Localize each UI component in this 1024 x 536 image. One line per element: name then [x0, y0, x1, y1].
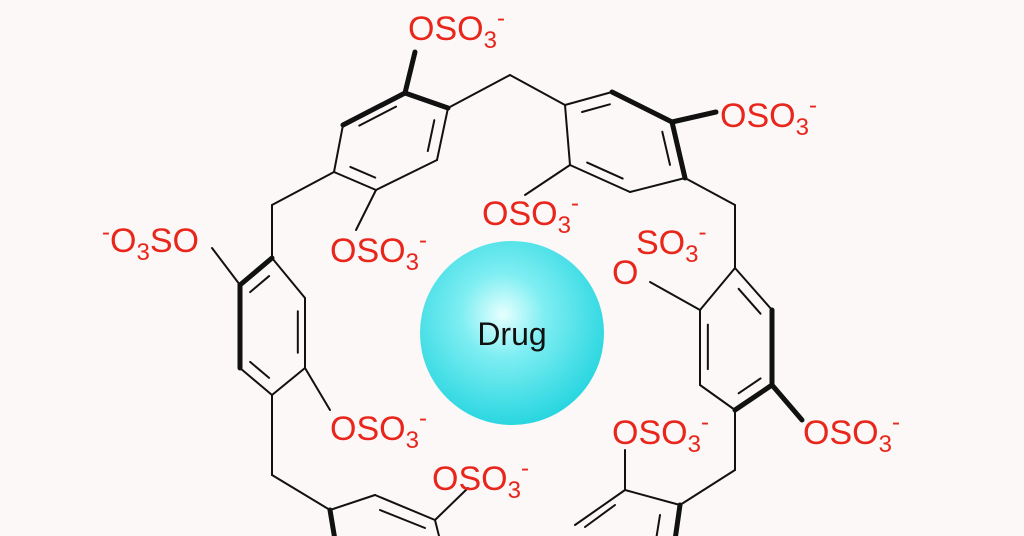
bond-line	[669, 119, 688, 181]
bond-line	[509, 74, 566, 106]
bond-line	[629, 177, 686, 193]
sulfonate-label: SO3-	[636, 219, 706, 268]
bond-line	[655, 514, 661, 536]
bond-line	[581, 103, 611, 113]
sulfonate-label: OSO3-	[803, 409, 900, 458]
bond-line	[358, 105, 398, 127]
sulfonate-label: OSO3-	[330, 405, 427, 454]
bond-line	[586, 161, 624, 180]
bond-line	[271, 367, 306, 396]
bond-line	[402, 90, 451, 111]
sulfonate-label: OSO3-	[330, 227, 427, 276]
bond-line	[673, 502, 683, 536]
sulfonate-label: OSO3-	[408, 5, 505, 54]
bond-line	[699, 384, 736, 411]
bond-line	[340, 90, 408, 128]
bond-line	[447, 74, 511, 109]
bond-line	[434, 487, 469, 521]
sulfonate-label: OSO3-	[432, 455, 529, 504]
bond-line	[434, 519, 441, 536]
bond-line	[374, 494, 436, 521]
sulfonate-label: OSO3-	[482, 190, 579, 239]
bond-line	[737, 287, 762, 315]
bond-line	[679, 469, 736, 506]
bond-line	[684, 177, 736, 206]
bond-line	[271, 474, 331, 511]
sulfonate-label: -O3SO	[102, 219, 199, 266]
bond-line	[333, 171, 377, 191]
bond-line	[699, 267, 736, 311]
bond-line	[375, 159, 438, 191]
bond-line	[737, 377, 762, 395]
bond-line	[564, 104, 571, 166]
bond-line	[624, 489, 681, 506]
bond-line	[564, 91, 613, 106]
sulfonate-label: OSO3-	[612, 409, 709, 458]
bond-line	[732, 382, 775, 413]
bond-line	[584, 504, 616, 528]
bond-line	[436, 107, 449, 161]
bond-line	[402, 49, 418, 96]
bond-line	[379, 509, 426, 529]
bond-line	[239, 367, 273, 396]
bond-line	[271, 171, 335, 206]
bond-line	[327, 507, 337, 536]
bond-line	[661, 130, 671, 166]
bond-line	[329, 494, 376, 511]
bond-line	[211, 247, 241, 286]
bond-line	[333, 124, 344, 173]
bond-line	[574, 489, 626, 526]
bond-line	[569, 164, 631, 193]
drug-label: Drug	[477, 316, 546, 352]
bond-line	[249, 360, 271, 379]
bond-line	[609, 89, 675, 125]
sulfonate-labels: OSO3- OSO3- OSO3- -O3SO OSO3- SO3- O OSO…	[102, 5, 900, 504]
bond-line	[734, 267, 773, 311]
bond-line	[426, 119, 436, 153]
bond-line	[249, 275, 271, 294]
bond-line	[524, 164, 571, 196]
bond-line	[271, 257, 306, 299]
bond-line	[237, 255, 275, 288]
bond-line	[649, 281, 701, 311]
sulfonate-label: OSO3-	[720, 92, 817, 141]
bond-line	[349, 165, 377, 179]
bond-line	[304, 367, 331, 411]
bond-line	[355, 189, 377, 231]
bond-lines	[211, 49, 805, 536]
bond-line	[769, 382, 805, 423]
bond-line	[669, 109, 719, 125]
sulfonate-label: O	[612, 254, 638, 292]
drug-sphere	[420, 241, 604, 425]
